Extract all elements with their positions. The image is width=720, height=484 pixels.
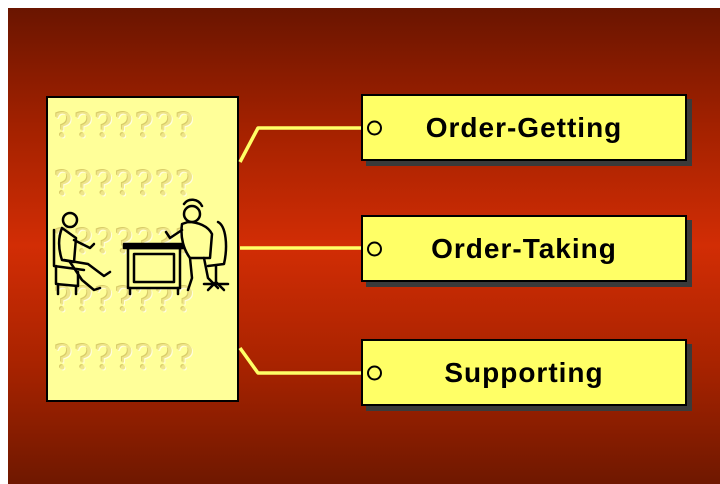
connector-line-order-getting [238,126,368,163]
order-getting-label: Order-Getting [425,111,623,143]
question-mark-row: ??????? [54,164,196,204]
question-mark-row: ??????? [54,338,196,378]
connector-node-circle [367,120,382,135]
question-mark-row: ??????? [54,280,196,320]
connector-line-supporting [238,346,368,375]
supporting-label: Supporting [444,356,604,388]
illustration-panel: ??????? ??????? ??????? ??????? ??????? [46,96,239,402]
question-mark-row: ??????? [54,106,196,146]
order-taking-label: Order-Taking [431,232,617,264]
order-taking-box: Order-Taking [361,215,687,282]
supporting-box: Supporting [361,339,687,406]
connector-lines [238,126,368,375]
salesperson-meeting-customer-icon [52,198,230,296]
connector-node-circle [367,241,382,256]
order-getting-box: Order-Getting [361,94,687,161]
slide-background: ??????? ??????? ??????? ??????? ??????? [8,8,720,484]
connector-node-circle [367,365,382,380]
